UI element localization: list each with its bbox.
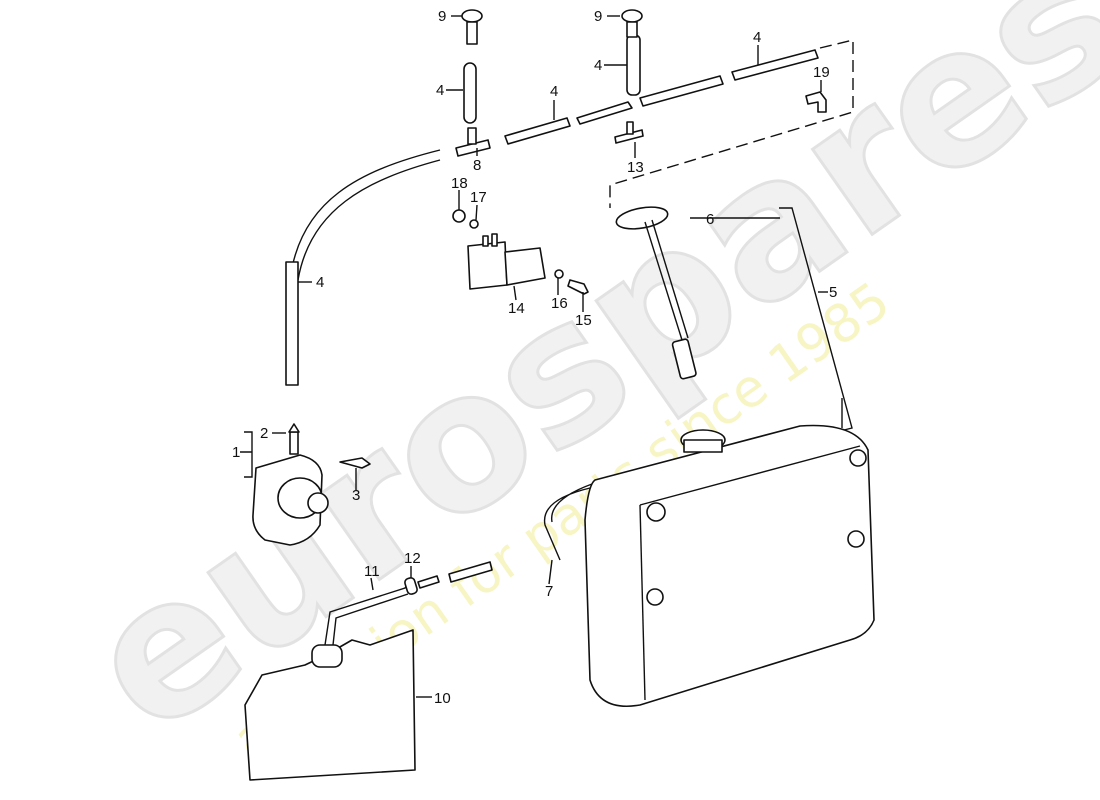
callout-11: 11 [364, 563, 380, 580]
watermark-logo: eurospares [49, 0, 1100, 777]
callout-4a: 4 [436, 82, 444, 99]
jet-nozzle-part-9 [461, 9, 643, 45]
callout-1: 1 [232, 444, 240, 461]
callout-8: 8 [473, 157, 481, 174]
callout-7: 7 [545, 583, 553, 600]
solenoid-valve-part-14 [467, 233, 546, 290]
bracket-part-5 [779, 207, 853, 431]
callout-13: 13 [627, 159, 644, 176]
callout-4c: 4 [594, 57, 602, 74]
foot-pump-part-10 [244, 561, 493, 781]
callout-9b: 9 [594, 8, 602, 25]
nut-part-18 [452, 209, 466, 223]
callout-5: 5 [829, 284, 837, 301]
hose-part-4 [285, 34, 819, 386]
leader-lines [240, 15, 828, 698]
washer-part-17 [469, 219, 479, 229]
group-bracket-nozzles [609, 39, 854, 208]
callout-19: 19 [813, 64, 830, 81]
elbow-connector-part-19 [805, 91, 827, 113]
callout-10: 10 [434, 690, 451, 707]
callout-2: 2 [260, 425, 268, 442]
callout-4b: 4 [550, 83, 558, 100]
callout-16: 16 [551, 295, 568, 312]
washer-part-16 [554, 269, 564, 279]
screw-part-15 [567, 279, 589, 295]
reservoir-part-5 [584, 424, 875, 707]
callout-12: 12 [404, 550, 421, 567]
callout-6: 6 [706, 211, 714, 228]
callout-labels: 1 2 3 4 4 4 4 4 5 6 7 8 9 9 10 11 12 13 … [232, 8, 837, 707]
callout-17: 17 [470, 189, 487, 206]
callout-3: 3 [352, 487, 360, 504]
callout-18: 18 [451, 175, 468, 192]
callout-15: 15 [575, 312, 592, 329]
t-connector-parts [455, 121, 644, 157]
callout-9a: 9 [438, 8, 446, 25]
callout-4e: 4 [316, 274, 324, 291]
callout-4d: 4 [753, 29, 761, 46]
washer-pump-part-1 [252, 423, 329, 546]
watermark: eurospares a passion for parts since 198… [48, 0, 1100, 778]
screw-part-3 [339, 457, 371, 469]
suction-pipe-part-6 [615, 206, 697, 380]
callout-14: 14 [508, 300, 525, 317]
strap-part-7 [543, 483, 593, 561]
